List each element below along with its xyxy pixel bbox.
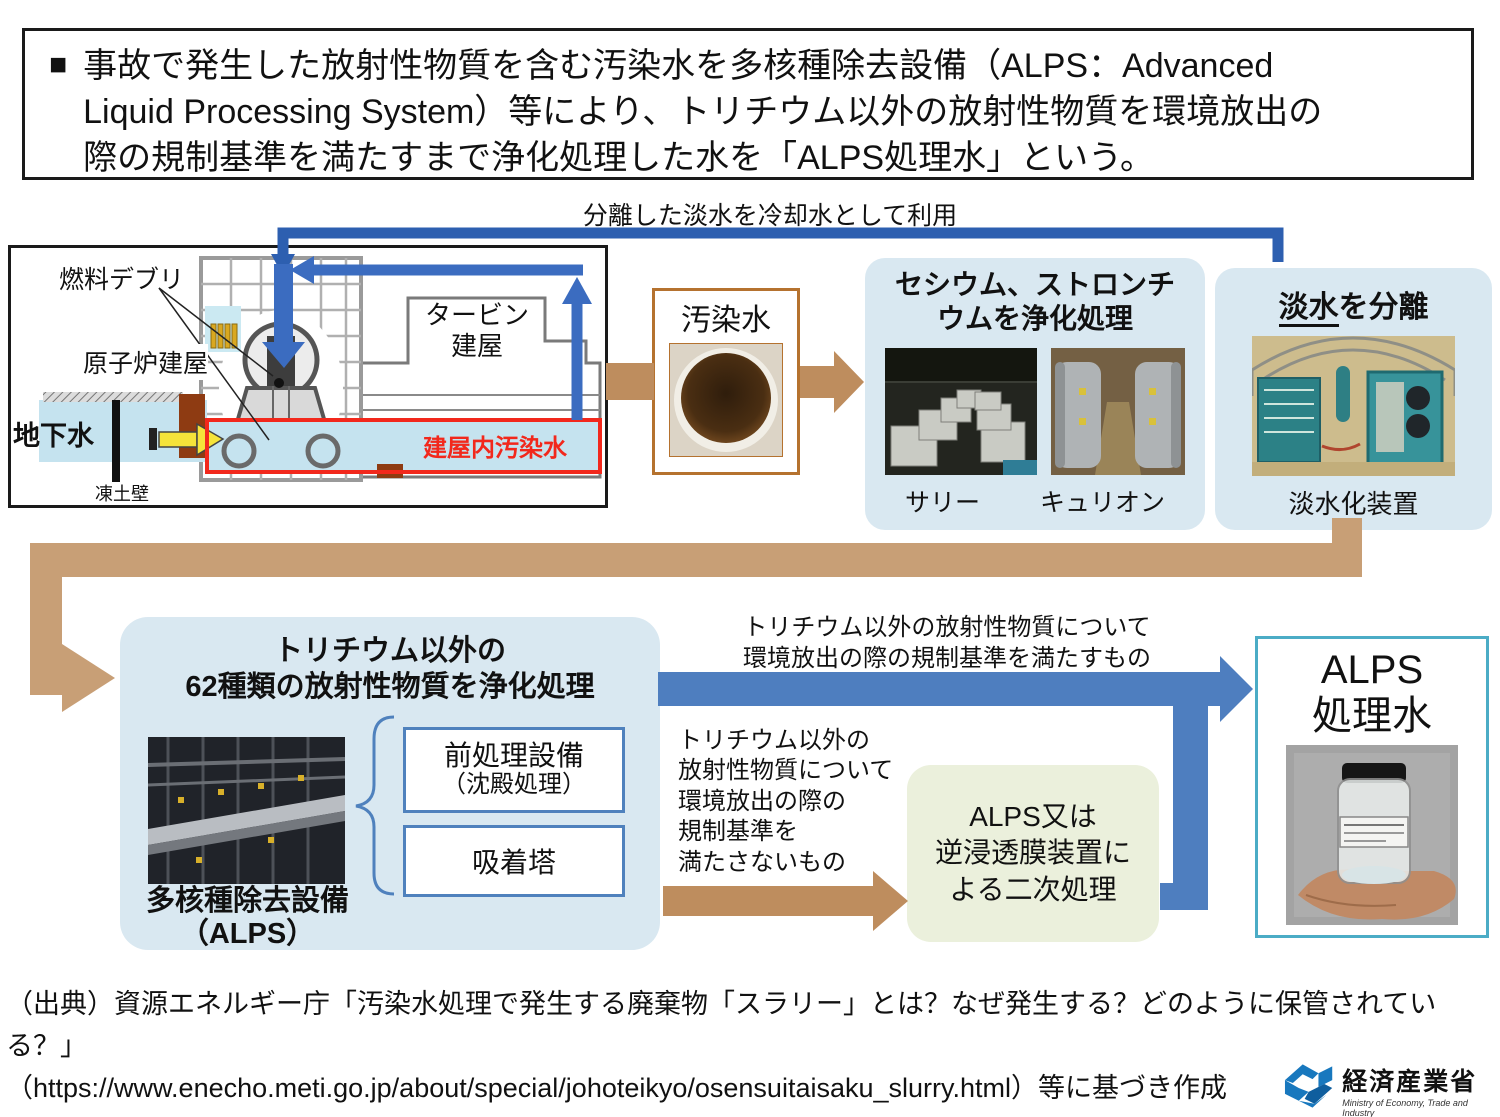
turbine-label-line1: タービン (424, 300, 529, 330)
desalination-panel: 淡水を分離 淡水化装置 (1215, 268, 1492, 530)
turbine-building-label: タービン 建屋 (411, 300, 543, 362)
alps-treated-water-line1: ALPS (1320, 648, 1424, 692)
definition-line-2: Liquid Processing System）等により、トリチウム以外の放射… (83, 93, 1323, 132)
source-citation: （出典）資源エネルギー庁「汚染水処理で発生する廃棄物「スラリー」とは？なぜ発生す… (6, 984, 1500, 1110)
contaminated-water-red-outline (205, 418, 602, 474)
adsorption-tower-label: 吸着塔 (471, 847, 556, 878)
meets-standard-line2: 環境放出の際の規制基準を満たすもの (743, 645, 1151, 673)
pretreatment-line1: 前処理設備 (443, 740, 584, 772)
secondary-treatment-line3: よる二次処理 (949, 873, 1117, 905)
alps-facility-photo (148, 737, 345, 884)
water-to-cesium-arrow (800, 351, 864, 413)
frozen-soil-wall-label: 凍土壁 (95, 484, 149, 504)
turbine-label-line2: 建屋 (450, 331, 503, 362)
alps-equipment-line2: （ALPS） (179, 918, 316, 951)
reactor-site-diagram: 燃料デブリ 原子炉建屋 地下水 凍土壁 タービン 建屋 建屋内汚染水 (8, 245, 608, 508)
not-meets-line2: 放射性物質について (678, 757, 894, 785)
desalination-photo-label: 淡水化装置 (1288, 489, 1419, 519)
contaminated-water-title: 汚染水 (681, 304, 771, 337)
groundwater-inflow-arrow (149, 422, 225, 457)
cesium-strontium-panel: セシウム、ストロンチ ウムを浄化処理 (865, 258, 1205, 530)
kurion-photo (1051, 348, 1185, 476)
not-meets-line4: 規制基準を (678, 818, 798, 846)
desalination-title-rest: を分離 (1338, 291, 1429, 324)
frozen-soil-wall-bar (112, 400, 120, 482)
building-water-band (207, 420, 600, 472)
pretreatment-line2: （沈殿処理） (442, 771, 586, 799)
source-line2: （https://www.enecho.meti.go.jp/about/spe… (6, 1072, 1228, 1103)
contaminated-water-box: 汚染水 (652, 288, 800, 475)
alps-title-line2: 62種類の放射性物質を浄化処理 (185, 671, 595, 704)
contaminated-water-in-building-label: 建屋内汚染水 (423, 435, 567, 462)
definition-text: 事故で発生した放射性物質を含む汚染水を多核種除去設備（ALPS：Advanced… (83, 43, 1322, 177)
not-meets-line1: トリチウム以外の (678, 727, 870, 754)
definition-line-1: 事故で発生した放射性物質を含む汚染水を多核種除去設備（ALPS：Advanced (83, 47, 1274, 85)
pretreatment-box: 前処理設備 （沈殿処理） (403, 727, 625, 813)
meti-logo: 経済産業省 Ministry of Economy, Trade and Ind… (1283, 1062, 1500, 1117)
source-line1: （出典）資源エネルギー庁「汚染水処理で発生する廃棄物「スラリー」とは？なぜ発生す… (6, 989, 1437, 1061)
hand-shape (1298, 869, 1456, 920)
desalination-photo (1252, 336, 1455, 476)
meti-name-jp: 経済産業省 (1342, 1068, 1478, 1096)
alps-treated-water-line2: 処理水 (1312, 694, 1432, 738)
recycle-freshwater-label: 分離した淡水を冷却水として利用 (582, 202, 958, 230)
definition-line-3: 際の規制基準を満たすまで浄化処理した水を「ALPS処理水」という。 (83, 139, 1155, 178)
meti-name-en: Ministry of Economy, Trade and Industry (1342, 1098, 1468, 1117)
bullet-square-icon: ■ (49, 48, 68, 81)
reactor-to-water-connector (606, 363, 654, 400)
fuel-debris-label: 燃料デブリ (59, 266, 185, 294)
not-meets-standard-label: トリチウム以外の 放射性物質について 環境放出の際の 規制基準を 満たさないもの (678, 726, 914, 878)
alps-treated-water-title: ALPS 処理水 (1258, 647, 1486, 739)
sarry-photo (885, 348, 1037, 476)
alps-treated-water-box: ALPS 処理水 (1255, 636, 1489, 938)
ground-surface-hatch (43, 392, 183, 402)
secondary-treatment-line2: 逆浸透膜装置に (934, 837, 1131, 869)
brace-connector (355, 715, 395, 896)
not-meets-line3: 環境放出の際の (678, 787, 846, 815)
desalination-title-underlined: 淡水 (1278, 291, 1339, 327)
definition-header-box: ■ 事故で発生した放射性物質を含む汚染水を多核種除去設備（ALPS：Advanc… (22, 28, 1474, 180)
alps-equipment-label: 多核種除去設備 （ALPS） (130, 885, 365, 952)
treated-water-jar-photo (1286, 745, 1458, 925)
adsorption-tower-box: 吸着塔 (403, 825, 625, 897)
alps-title-line1: トリチウム以外の (273, 635, 506, 667)
meets-standard-label: トリチウム以外の放射性物質について 環境放出の際の規制基準を満たすもの (712, 612, 1182, 674)
contaminated-water-photo (669, 343, 783, 457)
secondary-treatment-line1: ALPS又は (969, 800, 1097, 832)
alps-panel: トリチウム以外の 62種類の放射性物質を浄化処理 多核種除去設備 （ALPS） (120, 617, 660, 950)
meets-standard-line1: トリチウム以外の放射性物質について (743, 614, 1151, 641)
reactor-building-label: 原子炉建屋 (83, 344, 209, 380)
cesium-title-line2: ウムを浄化処理 (936, 303, 1133, 335)
secondary-to-main-elbow (1160, 690, 1208, 910)
meti-logo-icon (1284, 1064, 1333, 1108)
groundwater-label: 地下水 (13, 421, 94, 451)
kurion-label: キュリオン (1040, 489, 1166, 518)
not-meets-line5: 満たさないもの (678, 848, 846, 876)
secondary-treatment-box: ALPS又は 逆浸透膜装置に よる二次処理 (907, 765, 1159, 942)
sarry-label: サリー (904, 489, 980, 518)
alps-equipment-line1: 多核種除去設備 (145, 885, 349, 917)
cesium-title-line1: セシウム、ストロンチ (894, 269, 1175, 300)
not-meets-arrow (663, 871, 908, 931)
